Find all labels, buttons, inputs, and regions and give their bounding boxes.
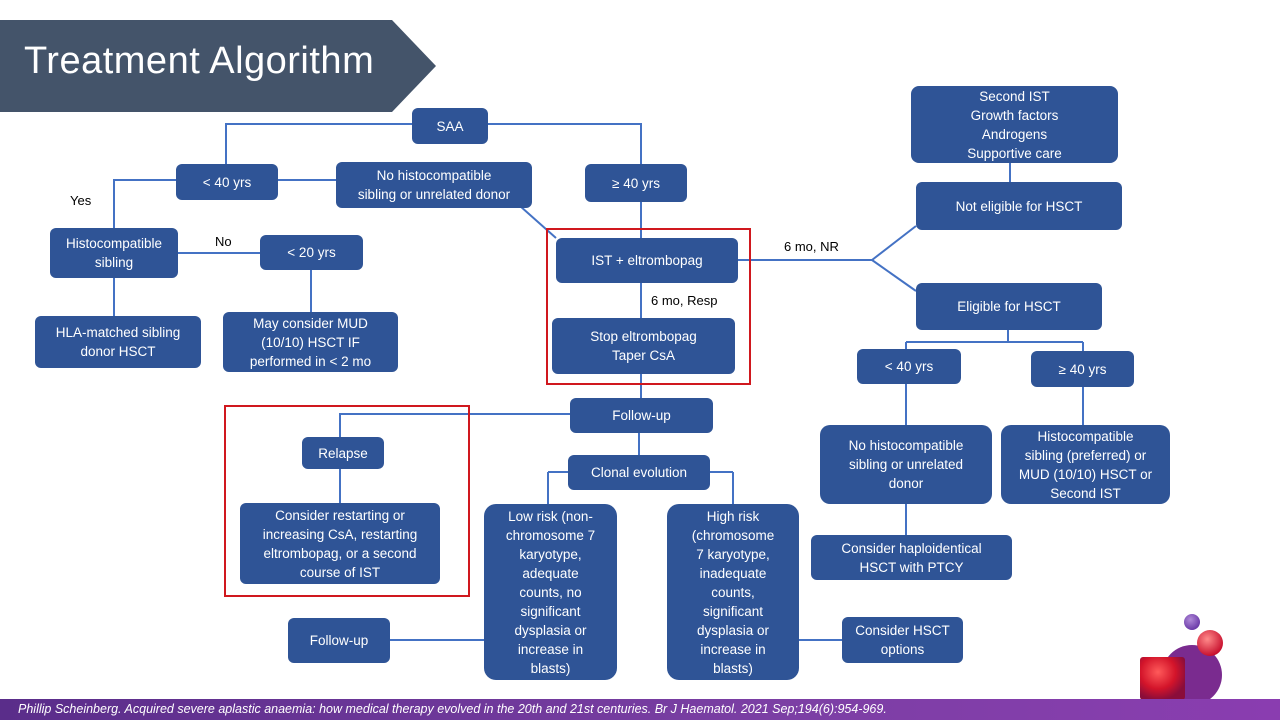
edge-label-no: No [215,234,232,249]
node-histo-sibling-right: Histocompatible sibling (preferred) or M… [1001,425,1170,504]
node-follow-up-main: Follow-up [570,398,713,433]
node-no-sibling-top: No histocompatible sibling or unrelated … [336,162,532,208]
node-high-risk: High risk (chromosome 7 karyotype, inade… [667,504,799,680]
citation-text: Phillip Scheinberg. Acquired severe apla… [18,702,887,716]
edge-label-yes: Yes [70,193,92,208]
edge-label-6mo-nr: 6 mo, NR [784,239,839,254]
node-consider-hsct-options: Consider HSCT options [842,617,963,663]
node-no-sibling-right: No histocompatible sibling or unrelated … [820,425,992,504]
node-stop-eltrombopag: Stop eltrombopag Taper CsA [552,318,735,374]
node-saa: SAA [412,108,488,144]
node-not-eligible: Not eligible for HSCT [916,182,1122,230]
node-under-40-right: < 40 yrs [857,349,961,384]
highlight-box-relapse [224,405,470,597]
node-ist-eltrombopag: IST + eltrombopag [556,238,738,283]
node-under-20: < 20 yrs [260,235,363,270]
node-over-40: ≥ 40 yrs [585,164,687,202]
node-hla-matched: HLA-matched sibling donor HSCT [35,316,201,368]
node-histo-sibling: Histocompatible sibling [50,228,178,278]
node-may-consider-mud: May consider MUD (10/10) HSCT IF perform… [223,312,398,372]
logo [1140,614,1223,700]
title-banner [0,20,436,112]
node-follow-up-low: Follow-up [288,618,390,663]
node-over-40-right: ≥ 40 yrs [1031,351,1134,387]
node-low-risk: Low risk (non- chromosome 7 karyotype, a… [484,504,617,680]
page-title: Treatment Algorithm [24,40,375,82]
footer-bar [0,699,1280,720]
node-under-40: < 40 yrs [176,164,278,200]
node-relapse: Relapse [302,437,384,469]
edge-label-6mo-resp: 6 mo, Resp [651,293,718,308]
highlight-box-ist [546,228,751,385]
node-eligible: Eligible for HSCT [916,283,1102,330]
node-consider-haplo: Consider haploidentical HSCT with PTCY [811,535,1012,580]
node-second-ist: Second IST Growth factors Androgens Supp… [911,86,1118,163]
node-clonal-evolution: Clonal evolution [568,455,710,490]
node-consider-restarting: Consider restarting or increasing CsA, r… [240,503,440,584]
